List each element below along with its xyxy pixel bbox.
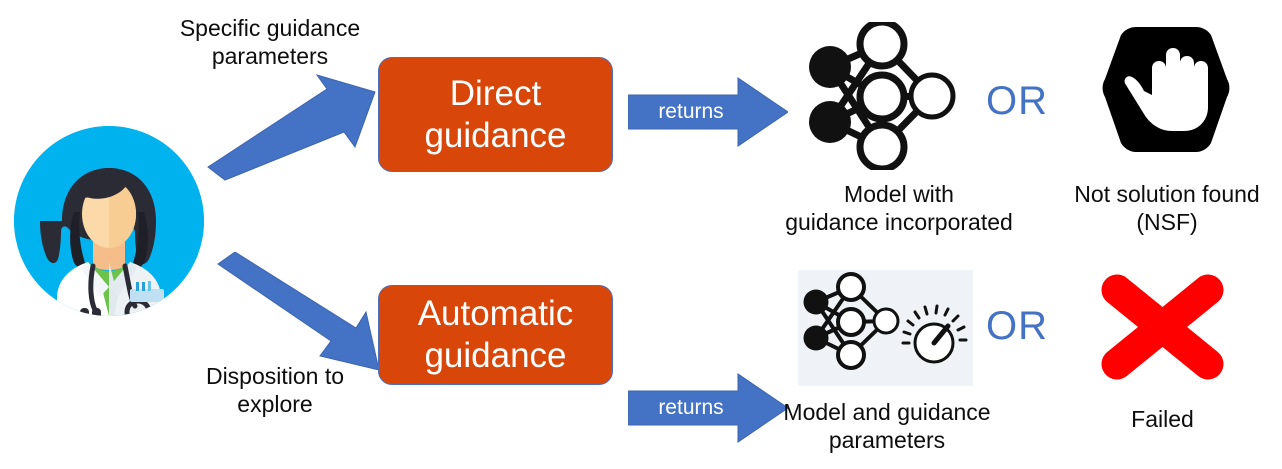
neural-network-icon: [800, 22, 960, 170]
process-box-automatic-guidance-label: Automatic guidance: [417, 294, 574, 375]
outcome-caption-nsf: Not solution found (NSF): [1074, 181, 1260, 235]
process-box-automatic-guidance[interactable]: Automatic guidance: [378, 285, 613, 385]
process-box-direct-guidance-label: Direct guidance: [424, 73, 567, 155]
process-box-direct-guidance[interactable]: Direct guidance: [378, 57, 613, 172]
outcome-caption-model-and-parameters: Model and guidance parameters: [783, 399, 991, 453]
or-label-bottom: OR: [986, 304, 1048, 348]
input-label-bottom: Disposition to explore: [205, 363, 345, 417]
doctor-avatar-illustration: [14, 126, 204, 316]
or-label-top: OR: [986, 79, 1048, 123]
neural-network-and-gauge-icon: [798, 270, 973, 386]
input-label-top: Specific guidance parameters: [179, 15, 361, 69]
red-cross-icon: [1095, 272, 1230, 382]
arrow-to-direct-guidance: [205, 62, 380, 182]
outcome-caption-model-with-guidance: Model with guidance incorporated: [785, 181, 1013, 235]
outcome-caption-failed: Failed: [1131, 406, 1194, 432]
returns-arrow-top: returns: [628, 76, 788, 148]
stop-hand-hexagon-icon: [1098, 17, 1234, 165]
doctor-avatar: [14, 126, 204, 316]
arrow-to-automatic-guidance: [213, 252, 388, 370]
